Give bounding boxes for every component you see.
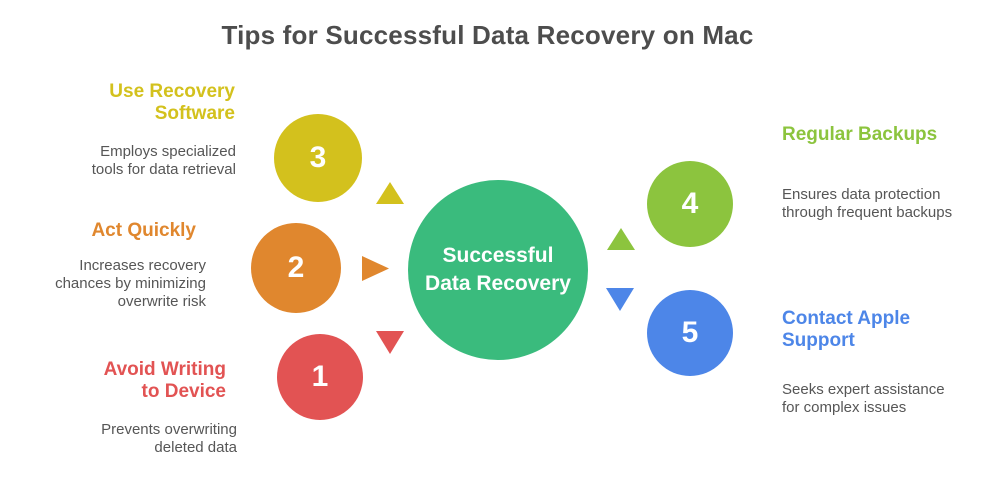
step-4-circle: 4: [647, 161, 733, 247]
step-3-number: 3: [309, 141, 327, 174]
step-5-number: 5: [681, 316, 699, 349]
step-1-number: 1: [311, 360, 329, 393]
triangle-up-icon: [607, 228, 635, 250]
step-2-heading: Act Quickly: [91, 220, 196, 241]
step-1-circle: 1: [277, 334, 363, 420]
step-1-description: Prevents overwriting deleted data: [101, 421, 237, 456]
step-3-description: Employs specialized tools for data retri…: [91, 143, 236, 178]
triangle-down-icon: [606, 288, 634, 311]
step-3-circle: 3: [274, 114, 362, 202]
triangle-down-icon: [376, 331, 404, 354]
step-3-heading: Use Recovery Software: [109, 81, 235, 124]
center-circle-label: Successful Data Recovery: [425, 244, 571, 295]
triangle-right-icon: [362, 256, 389, 281]
step-2-number: 2: [287, 251, 305, 284]
step-5-description: Seeks expert assistance for complex issu…: [782, 381, 945, 416]
step-4-number: 4: [681, 187, 699, 220]
page-title: Tips for Successful Data Recovery on Mac: [221, 20, 754, 50]
step-5-heading: Contact Apple Support: [782, 308, 911, 351]
step-4-heading: Regular Backups: [782, 124, 938, 145]
step-2-description: Increases recovery chances by minimizing…: [55, 257, 206, 310]
step-1-heading: Avoid Writing to Device: [103, 359, 226, 402]
step-4-description: Ensures data protection through frequent…: [782, 186, 953, 221]
step-5-circle: 5: [647, 290, 733, 376]
triangle-up-icon: [376, 182, 404, 204]
step-2-circle: 2: [251, 223, 341, 313]
center-circle: Successful Data Recovery: [408, 180, 588, 360]
